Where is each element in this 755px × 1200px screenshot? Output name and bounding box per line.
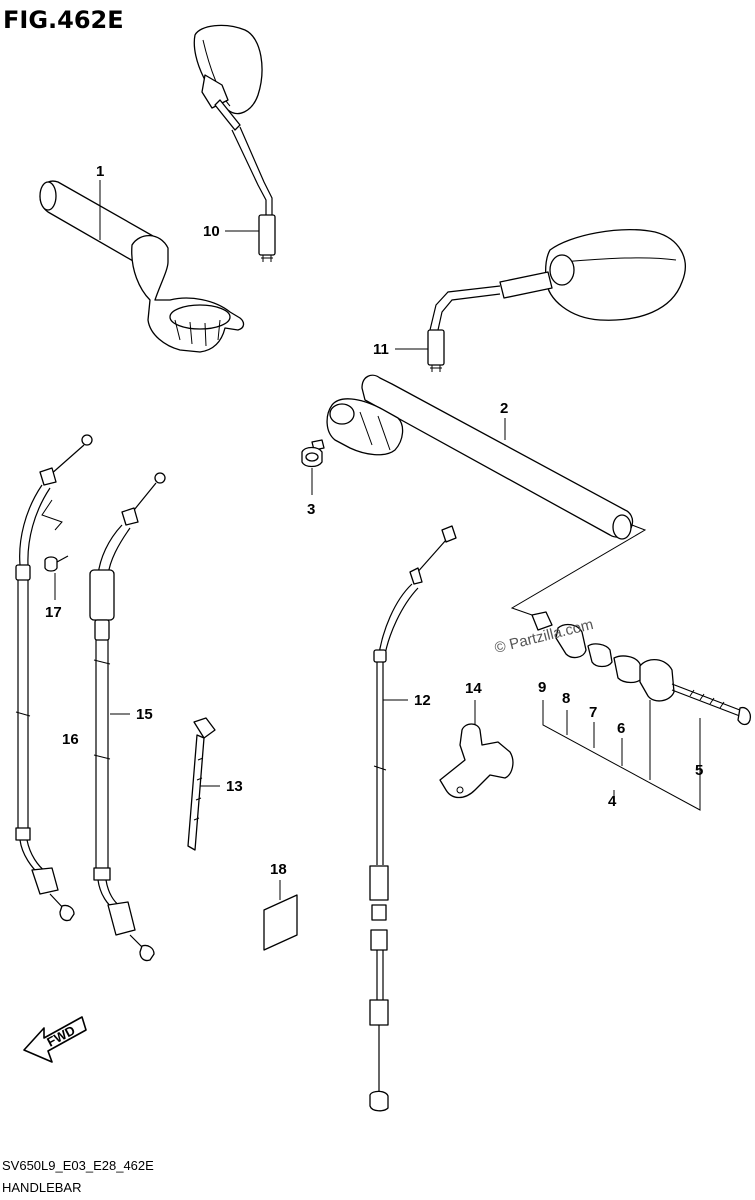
figure-title: FIG.462E	[3, 6, 124, 34]
callout-4: 4	[608, 793, 617, 810]
callout-15: 15	[136, 706, 153, 723]
part-handlebar[interactable]	[326, 374, 634, 540]
part-bar-end-balancer[interactable]	[531, 611, 752, 726]
fwd-arrow-icon: FWD	[23, 1016, 87, 1063]
callout-18: 18	[270, 861, 287, 878]
part-cable-tie[interactable]	[187, 717, 216, 851]
callout-11: 11	[373, 341, 389, 358]
callout-7: 7	[589, 704, 597, 721]
footer-code: SV650L9_E03_E28_462E	[2, 1158, 154, 1173]
callout-9: 9	[538, 679, 546, 696]
part-bolt[interactable]	[301, 439, 325, 468]
callout-13: 13	[226, 778, 243, 795]
callout-14: 14	[465, 680, 482, 697]
callout-6: 6	[617, 720, 625, 737]
part-cable-guide[interactable]	[439, 723, 514, 799]
part-throttle-grip[interactable]	[39, 180, 245, 353]
callout-3: 3	[307, 501, 315, 518]
part-left-mirror[interactable]	[193, 24, 276, 262]
part-cable-left[interactable]	[15, 434, 93, 922]
callout-8: 8	[562, 690, 570, 707]
callout-1: 1	[96, 163, 104, 180]
callout-16: 16	[62, 731, 79, 748]
callout-5: 5	[695, 762, 703, 779]
part-sheet[interactable]	[263, 894, 298, 951]
footer-name: HANDLEBAR	[2, 1180, 81, 1195]
part-cable-middle[interactable]	[89, 472, 166, 962]
part-screw[interactable]	[44, 555, 69, 572]
part-right-mirror[interactable]	[427, 229, 686, 372]
part-throttle-cable[interactable]	[369, 525, 457, 1112]
callout-2: 2	[500, 400, 508, 417]
callout-17: 17	[45, 604, 62, 621]
callout-12: 12	[414, 692, 431, 709]
callout-10: 10	[203, 223, 220, 240]
fwd-label: FWD	[44, 1023, 77, 1050]
